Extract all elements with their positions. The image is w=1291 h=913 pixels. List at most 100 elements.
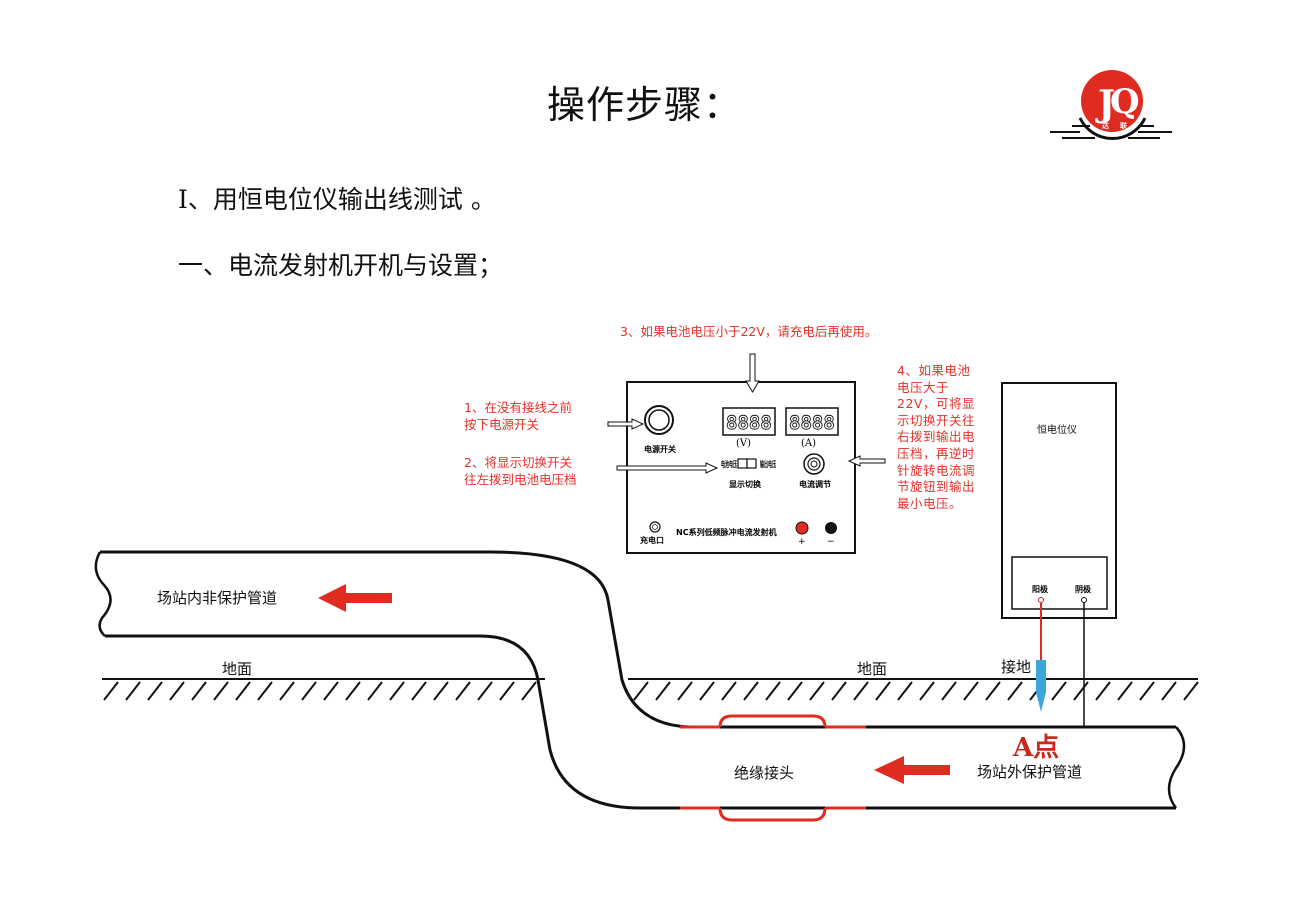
ground-hatch-line xyxy=(1117,681,1133,701)
ground-hatch-line xyxy=(257,681,273,701)
ground-electrode-icon xyxy=(1036,660,1046,712)
ground-hatch-line xyxy=(985,681,1001,701)
note-4: 4、如果电池电压大于22V，可将显示切换开关往右拨到输出电压档，再逆时针旋转电流… xyxy=(897,363,976,511)
pipe-outside-label: 场站外保护管道 xyxy=(977,763,1083,781)
pointer-arrows xyxy=(607,353,886,474)
ground-hatch-line xyxy=(1007,681,1023,701)
potentiostat-label: 恒电位仪 xyxy=(1037,425,1077,436)
current-adjust-knob[interactable] xyxy=(803,453,825,475)
ground-hatch-line xyxy=(433,681,449,701)
current-display xyxy=(785,407,839,436)
ground-hatch-line xyxy=(125,681,141,701)
ground-hatch-line xyxy=(1073,681,1089,701)
arrow-right-icon-1 xyxy=(607,418,645,430)
ground-surface xyxy=(102,678,1199,701)
ground-hatch-line xyxy=(345,681,361,701)
note-1-line-2: 按下电源开关 xyxy=(464,416,540,432)
ground-hatch-line xyxy=(809,681,825,701)
ground-hatch-line xyxy=(721,681,737,701)
ground-hatch-line xyxy=(1139,681,1155,701)
ground-hatch-line xyxy=(367,681,383,701)
note-1: 1、在没有接线之前 按下电源开关 xyxy=(464,400,572,433)
ground-hatch-line xyxy=(301,681,317,701)
switch-left-label: 电池电压 xyxy=(721,459,737,469)
company-logo: J Q 达 联 xyxy=(1050,70,1172,140)
logo-circle-icon xyxy=(1081,70,1143,132)
svg-text:Q: Q xyxy=(1110,82,1140,122)
ground-hatch-line xyxy=(521,681,537,701)
ground-hatch-line xyxy=(323,681,339,701)
note-2-line-1: 2、将显示切换开关 xyxy=(464,455,572,470)
page-title: 操作步骤： xyxy=(547,83,743,127)
ground-hatch-line xyxy=(389,681,405,701)
ground-label-right: 地面 xyxy=(857,660,888,678)
cathode-label: 阴极 xyxy=(1075,584,1091,594)
ground-hatch-line xyxy=(765,681,781,701)
ground-hatch-line xyxy=(919,681,935,701)
ground-hatch-line xyxy=(499,681,515,701)
ground-hatch-line xyxy=(169,681,185,701)
ground-hatch-line xyxy=(743,681,759,701)
ground-hatch-line xyxy=(941,681,957,701)
ground-hatch-line xyxy=(875,681,891,701)
ground-hatch-line xyxy=(1183,681,1199,701)
ground-hatch-line xyxy=(1161,681,1177,701)
insulating-joint xyxy=(680,714,866,822)
ground-hatch-line xyxy=(853,681,869,701)
pipe-inside-label: 场站内非保护管道 xyxy=(157,589,278,607)
display-toggle-switch[interactable] xyxy=(737,458,757,469)
step-heading-1: Ⅰ、用恒电位仪输出线测试 。 xyxy=(178,185,496,214)
ground-hatch-line xyxy=(455,681,471,701)
plus-label: + xyxy=(798,537,806,547)
point-a-label: A点 xyxy=(1013,733,1060,763)
current-adjust-label: 电流调节 xyxy=(799,479,831,489)
anode-label: 阳极 xyxy=(1032,584,1048,594)
ground-hatch-line xyxy=(279,681,295,701)
logo-lines-icon xyxy=(1050,117,1172,140)
voltage-display-digits: 8888 xyxy=(726,412,772,434)
arrow-left-icon xyxy=(847,455,886,467)
current-display-digits: 8888 xyxy=(789,412,835,434)
ground-hatch-line xyxy=(699,681,715,701)
ground-hatch-line xyxy=(963,681,979,701)
ground-hatch-line xyxy=(897,681,913,701)
display-switch-label: 显示切换 xyxy=(729,479,762,489)
note-3: 3、如果电池电压小于22V，请充电后再使用。 xyxy=(620,324,878,339)
transmitter-model: NC系列低频脉冲电流发射机 xyxy=(676,527,777,537)
positive-terminal-icon xyxy=(795,521,809,535)
insulating-joint-label: 绝缘接头 xyxy=(734,764,795,782)
grounding-label: 接地 xyxy=(1001,658,1032,676)
svg-text:J: J xyxy=(1095,83,1115,125)
potentiostat-device xyxy=(1001,382,1117,619)
power-switch-label: 电源开关 xyxy=(644,444,676,454)
current-unit: (A) xyxy=(801,438,816,449)
ground-hatch-line xyxy=(147,681,163,701)
arrow-down-icon xyxy=(745,353,760,393)
step-heading-2: 一、电流发射机开机与设置； xyxy=(178,251,504,280)
ground-hatch-line xyxy=(677,681,693,701)
voltage-display xyxy=(722,407,776,436)
flow-arrow-outside-icon xyxy=(874,756,950,784)
flow-arrow-inside-icon xyxy=(318,584,392,612)
ground-hatch-line xyxy=(831,681,847,701)
ground-hatch-line xyxy=(213,681,229,701)
power-switch-button[interactable] xyxy=(644,405,674,435)
ground-hatch-line xyxy=(655,681,671,701)
ground-hatch-line xyxy=(1095,681,1111,701)
ground-hatch-line xyxy=(235,681,251,701)
ground-hatch-line xyxy=(477,681,493,701)
ground-label-left: 地面 xyxy=(222,660,253,678)
ground-hatch-line xyxy=(787,681,803,701)
arrow-right-icon-2 xyxy=(616,462,719,474)
pipeline xyxy=(94,550,1186,810)
ground-hatch-line xyxy=(411,681,427,701)
note-2: 2、将显示切换开关 往左拨到电池电压档 xyxy=(464,455,577,488)
switch-right-label: 输出电压 xyxy=(760,459,776,469)
note-1-line-1: 1、在没有接线之前 xyxy=(464,400,572,415)
ground-hatch-line xyxy=(191,681,207,701)
minus-label: − xyxy=(827,537,835,547)
ground-hatch-line xyxy=(103,681,119,701)
logo-text-right: 联 xyxy=(1120,121,1128,130)
ground-hatch-line xyxy=(1051,681,1067,701)
